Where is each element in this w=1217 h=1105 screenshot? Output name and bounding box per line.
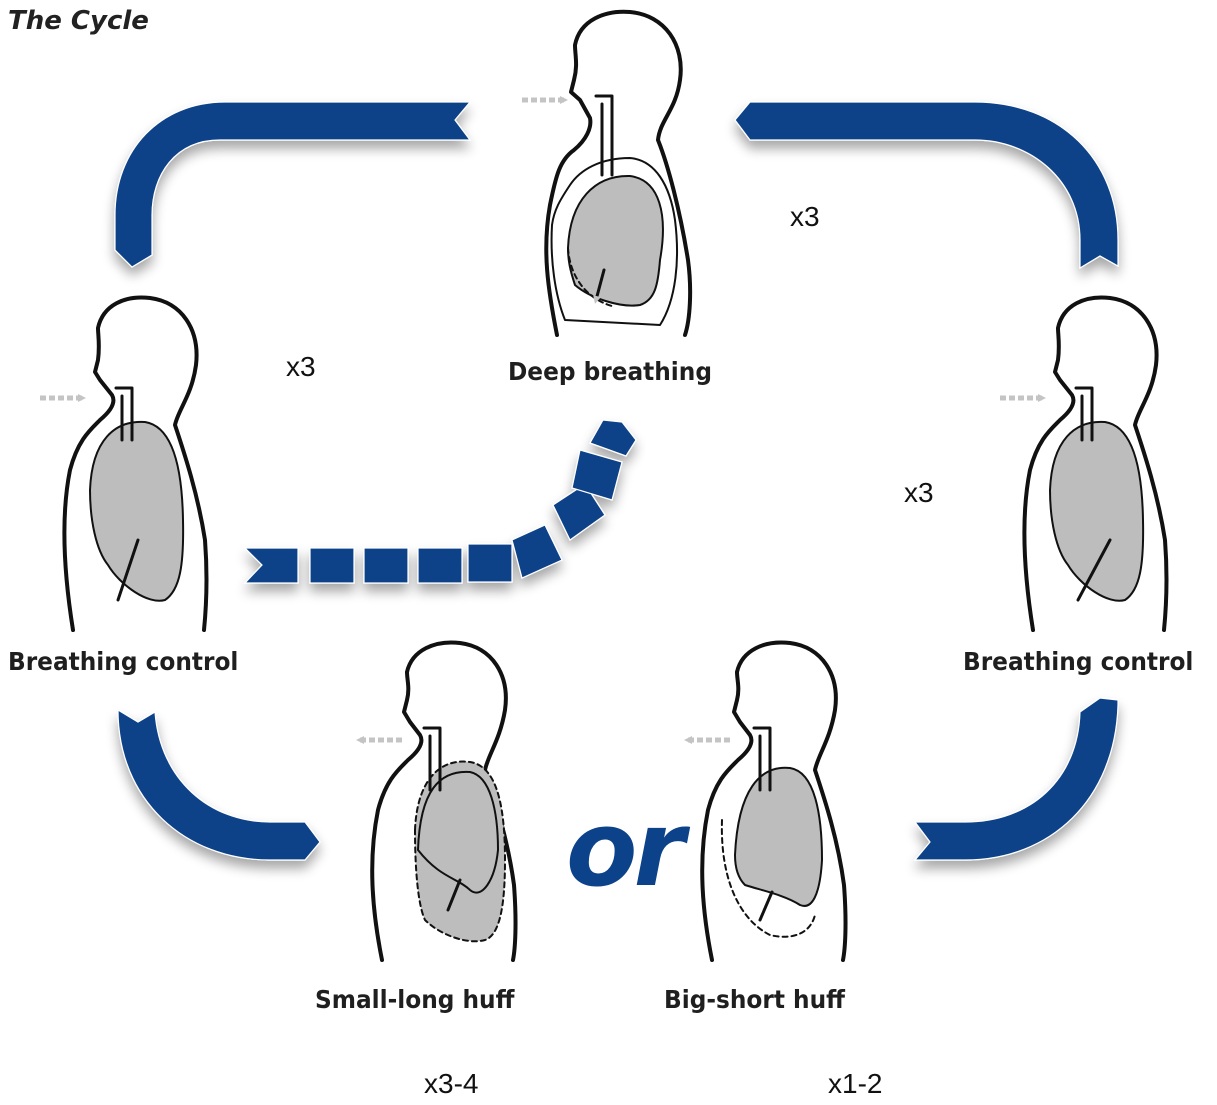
repetition-middle-left: x3 [286, 351, 316, 383]
figure-breathing-control-left [64, 297, 206, 630]
flow-arrow-top-right [735, 102, 1118, 268]
label-big-short-huff: Big-short huff [664, 985, 845, 1014]
repetition-big-short-huff: x1-2 [828, 1068, 882, 1100]
repetition-top-right: x3 [790, 201, 820, 233]
flow-arrow-top-left [115, 102, 470, 267]
figure-deep-breathing [546, 12, 690, 335]
label-small-long-huff: Small-long huff [315, 985, 514, 1014]
flow-arrow-return-dashed [245, 420, 636, 583]
label-deep-breathing: Deep breathing [508, 357, 712, 386]
repetition-middle-right: x3 [904, 477, 934, 509]
flow-arrow-bottom-right [915, 698, 1118, 860]
label-breathing-control-left: Breathing control [8, 647, 238, 676]
repetition-small-long-huff: x3-4 [424, 1068, 478, 1100]
diagram-title: The Cycle [8, 6, 149, 36]
figure-small-long-huff [372, 642, 515, 960]
label-breathing-control-right: Breathing control [963, 647, 1193, 676]
flow-arrow-bottom-left [118, 710, 320, 860]
connector-or: or [566, 788, 681, 910]
figure-big-short-huff [702, 642, 845, 960]
figure-breathing-control-right [1024, 297, 1166, 630]
